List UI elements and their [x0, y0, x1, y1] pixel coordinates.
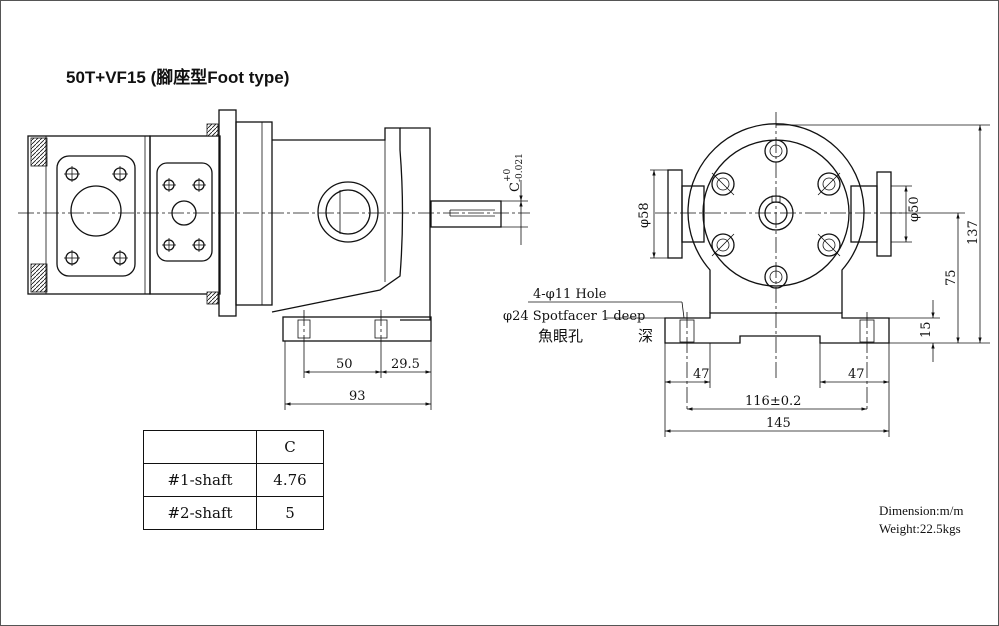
dim-50: 50 — [336, 357, 353, 372]
table-cell: 5 — [256, 496, 324, 530]
dim-phi58: φ58 — [637, 202, 652, 228]
shaft-table: C #1-shaft 4.76 #2-shaft 5 — [143, 430, 324, 530]
hole-note-1: 4-φ11 Hole — [533, 287, 607, 302]
dim-phi50: φ50 — [907, 196, 922, 222]
table-cell: #1-shaft — [143, 463, 257, 497]
bolt-holes-2 — [162, 178, 206, 252]
table-header-cell: C — [256, 430, 324, 464]
bolt-holes-1 — [64, 166, 128, 266]
table-row: #1-shaft 4.76 — [143, 463, 324, 497]
drawing-info: Dimension:m/m Weight:22.5kgs — [879, 502, 964, 538]
table-header-row: C — [143, 430, 324, 464]
dim-93: 93 — [349, 389, 366, 404]
front-view: 4-φ11 Hole φ24 Spotfacer 1 deep 魚眼孔 深 φ5… — [503, 112, 990, 437]
hole-note-2: φ24 Spotfacer 1 deep — [503, 309, 645, 324]
shaft-c-label: C — [508, 182, 523, 192]
dim-47-left: 47 — [693, 367, 710, 382]
drawing-title: 50T+VF15 (腳座型Foot type) — [66, 68, 290, 87]
dimension-unit: Dimension:m/m — [879, 503, 964, 518]
hole-note-cn-2: 深 — [638, 327, 653, 345]
shaft-c-tol-upper: +0 — [503, 168, 513, 182]
dim-29-5: 29.5 — [391, 357, 420, 372]
weight: Weight:22.5kgs — [879, 521, 961, 536]
dim-75: 75 — [944, 269, 959, 286]
dim-15: 15 — [919, 321, 934, 338]
table-row: #2-shaft 5 — [143, 496, 324, 530]
dim-116: 116±0.2 — [745, 394, 801, 409]
hole-note-cn-1: 魚眼孔 — [538, 327, 583, 345]
table-cell: #2-shaft — [143, 496, 257, 530]
dim-47-right: 47 — [848, 367, 865, 382]
bolt-holes-front — [711, 139, 841, 289]
table-header-cell — [143, 430, 257, 464]
side-view: C +0 -0.021 50 29.5 93 — [18, 109, 530, 410]
dim-145: 145 — [766, 416, 791, 431]
table-cell: 4.76 — [256, 463, 324, 497]
shaft-c-tol-lower: -0.021 — [515, 153, 525, 182]
dim-137: 137 — [966, 220, 981, 245]
